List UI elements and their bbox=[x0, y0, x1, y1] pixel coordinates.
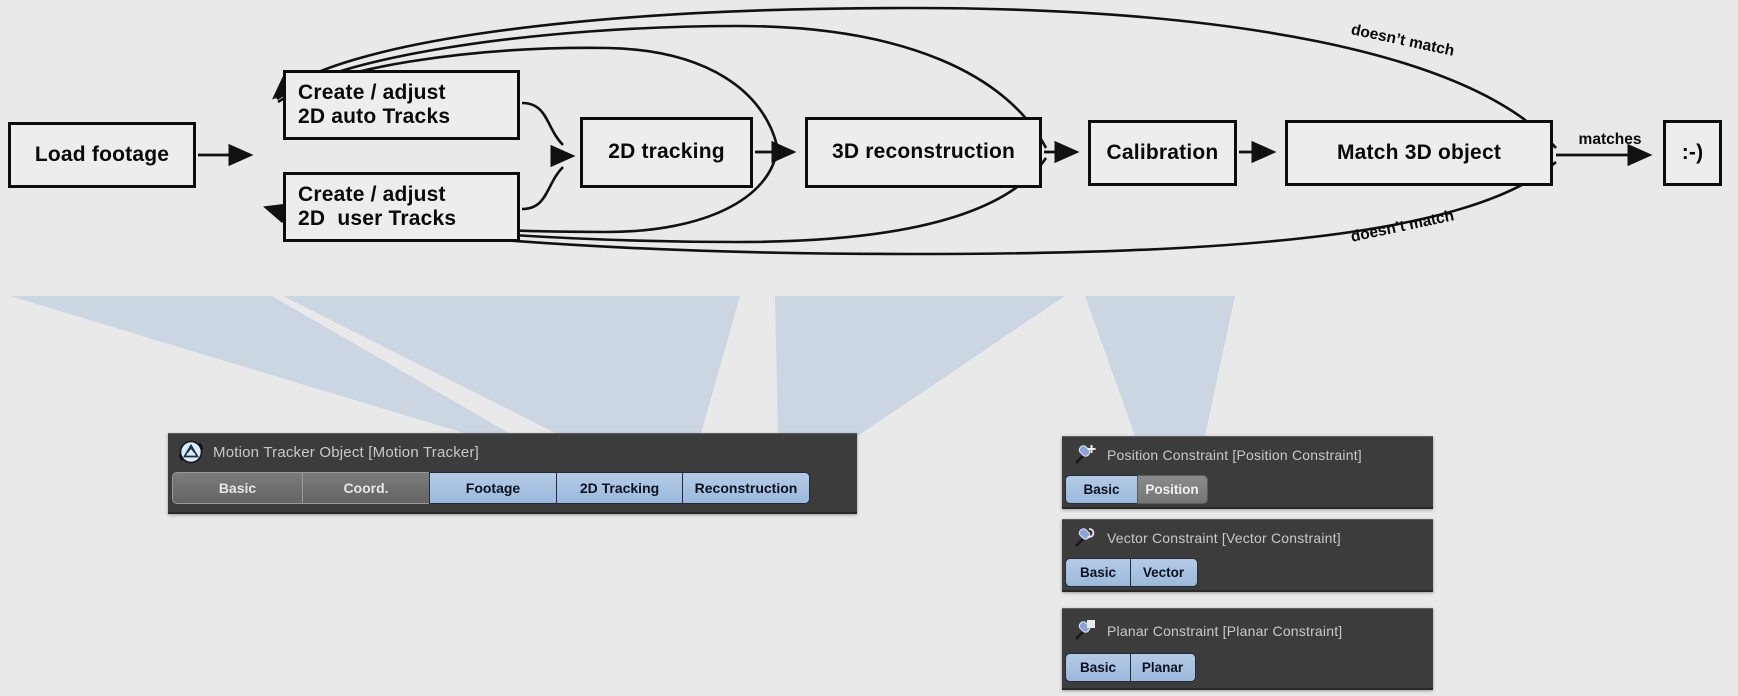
flow-box-calibration: Calibration bbox=[1088, 120, 1237, 186]
motion-tracker-tab-row: Basic Coord. Footage 2D Tracking Reconst… bbox=[172, 472, 810, 504]
flow-box-3d-reconstruction: 3D reconstruction bbox=[805, 117, 1042, 188]
tab-reconstruction[interactable]: Reconstruction bbox=[682, 472, 810, 504]
vector-constraint-tab-row: Basic Vector bbox=[1065, 558, 1198, 587]
matches-label: matches bbox=[1578, 131, 1642, 148]
tab-basic[interactable]: Basic bbox=[1065, 653, 1131, 682]
tab-basic[interactable]: Basic bbox=[1065, 475, 1138, 504]
planar-constraint-header: Planar Constraint [Planar Constraint] bbox=[1062, 613, 1433, 649]
tab-basic[interactable]: Basic bbox=[172, 472, 303, 504]
brace-auto-tracks bbox=[521, 101, 564, 146]
flow-box-create-auto-tracks: Create / adjust 2D auto Tracks bbox=[283, 70, 520, 140]
feedback-curve-outer-top bbox=[272, 6, 1557, 149]
position-constraint-tab-row: Basic Position bbox=[1065, 475, 1208, 504]
tab-basic[interactable]: Basic bbox=[1065, 558, 1131, 587]
tab-2d-tracking[interactable]: 2D Tracking bbox=[555, 472, 684, 504]
tab-footage[interactable]: Footage bbox=[429, 472, 557, 504]
flow-box-smiley: :-) bbox=[1663, 120, 1722, 186]
funnel-wedge-footage bbox=[10, 296, 509, 437]
vector-constraint-title: Vector Constraint [Vector Constraint] bbox=[1107, 530, 1341, 546]
brace-user-tracks bbox=[521, 166, 564, 211]
flow-box-match-3d-object: Match 3D object bbox=[1285, 120, 1553, 186]
position-constraint-title: Position Constraint [Position Constraint… bbox=[1107, 447, 1362, 463]
funnel-wedge-2d-tracking bbox=[283, 296, 740, 437]
feedback-curve-middle-top bbox=[276, 24, 1048, 149]
position-constraint-pin-icon bbox=[1072, 442, 1098, 468]
motion-tracker-header: Motion Tracker Object [Motion Tracker] bbox=[168, 434, 857, 470]
flow-box-2d-tracking: 2D tracking bbox=[580, 117, 753, 188]
position-constraint-panel: Position Constraint [Position Constraint… bbox=[1062, 436, 1433, 509]
motion-tracker-icon bbox=[178, 439, 204, 465]
planar-constraint-tab-row: Basic Planar bbox=[1065, 653, 1196, 682]
vector-constraint-panel: Vector Constraint [Vector Constraint] Ba… bbox=[1062, 519, 1433, 592]
tab-position[interactable]: Position bbox=[1136, 475, 1208, 504]
flow-box-create-user-tracks: Create / adjust 2D user Tracks bbox=[283, 172, 520, 242]
tab-vector[interactable]: Vector bbox=[1129, 558, 1198, 587]
motion-tracker-title: Motion Tracker Object [Motion Tracker] bbox=[213, 443, 480, 461]
funnel-wedge-position-constraint bbox=[1085, 296, 1235, 436]
tab-coord[interactable]: Coord. bbox=[301, 472, 431, 504]
vector-constraint-pin-icon bbox=[1072, 525, 1098, 551]
motion-tracker-panel: Motion Tracker Object [Motion Tracker] B… bbox=[168, 433, 857, 514]
planar-constraint-pin-icon bbox=[1072, 618, 1098, 644]
funnel-wedge-reconstruction bbox=[775, 296, 1065, 437]
vector-constraint-header: Vector Constraint [Vector Constraint] bbox=[1062, 520, 1433, 556]
planar-constraint-panel: Planar Constraint [Planar Constraint] Ba… bbox=[1062, 608, 1433, 690]
planar-constraint-title: Planar Constraint [Planar Constraint] bbox=[1107, 623, 1343, 639]
position-constraint-header: Position Constraint [Position Constraint… bbox=[1062, 437, 1433, 473]
tab-planar[interactable]: Planar bbox=[1129, 653, 1196, 682]
flow-box-load-footage: Load footage bbox=[8, 122, 196, 188]
